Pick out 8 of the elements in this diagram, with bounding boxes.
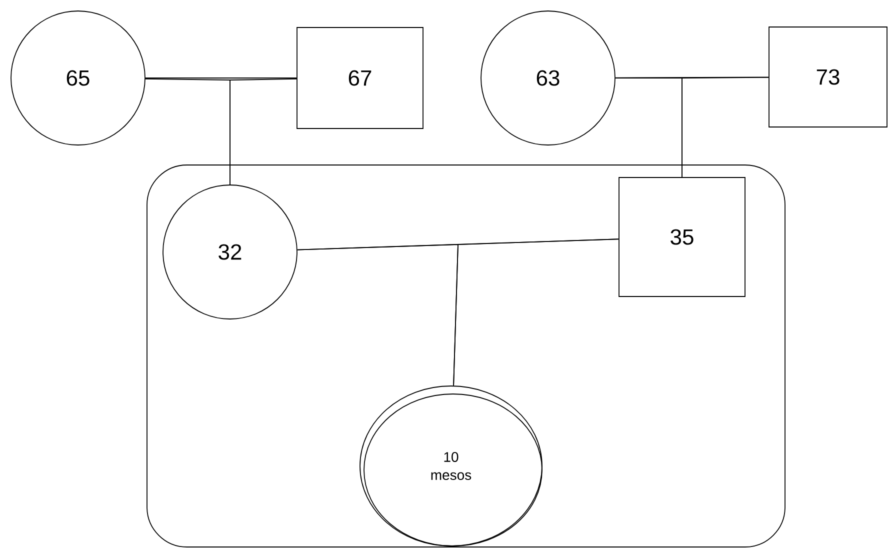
person-square: 67 bbox=[296, 27, 424, 129]
person-square: 35 bbox=[618, 177, 746, 297]
connector-line bbox=[296, 238, 619, 250]
connector-line bbox=[230, 78, 297, 185]
household-frame bbox=[146, 164, 786, 548]
connector-line bbox=[682, 76, 769, 178]
person-square: 73 bbox=[768, 26, 888, 128]
connector-line bbox=[453, 238, 619, 386]
